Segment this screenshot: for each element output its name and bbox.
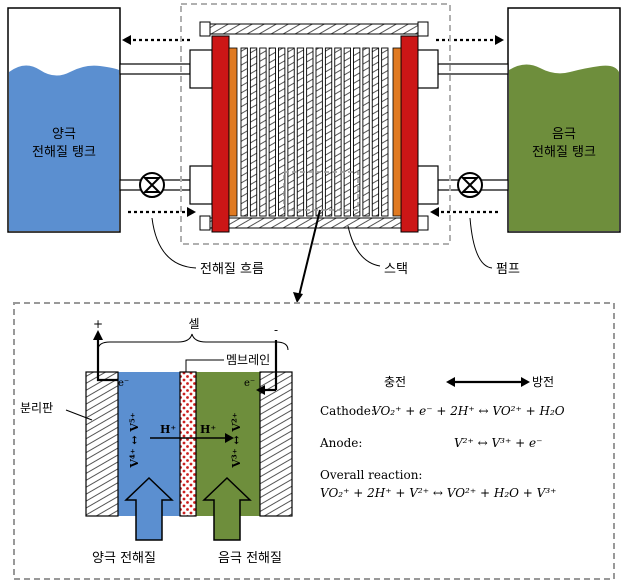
stack-cell: [334, 47, 342, 217]
stack-cell: [287, 47, 295, 217]
left-tank-label-2: 전해질 탱크: [32, 145, 96, 160]
stack-boundary: [180, 3, 451, 245]
right-tank-label-2: 전해질 탱크: [532, 145, 596, 160]
separator-right: [259, 371, 293, 517]
stack-cell: [268, 47, 276, 217]
zoom-region: [283, 171, 359, 211]
cathode-label: Cathode:: [320, 404, 375, 418]
label-discharge: 방전: [532, 375, 554, 389]
left-tank-label-1: 양극: [52, 127, 76, 142]
negative-flow-arrow: [202, 476, 252, 541]
left-tank: [7, 7, 121, 233]
stack-cell: [324, 47, 333, 217]
stack-cell: [240, 47, 248, 217]
terminal-plus: +: [93, 317, 103, 331]
anode-equation: V²⁺ ↔ V³⁺ + e⁻: [454, 436, 542, 450]
stack-cell: [249, 47, 258, 217]
right-reaction: V³⁺ ↔ V²⁺: [230, 412, 243, 468]
callouts: [151, 217, 493, 269]
stack-cell: [296, 47, 305, 217]
cell-brace: [97, 333, 289, 351]
zoom-pointer: [298, 209, 321, 297]
stack-cell: [259, 47, 267, 217]
terminal-minus: -: [274, 323, 278, 337]
electron-left: e⁻: [118, 378, 129, 389]
stack-cell: [315, 47, 323, 217]
flow-arrows: [128, 38, 498, 214]
label-positive-electrolyte: 양극 전해질: [92, 551, 156, 566]
stack-cell: [371, 47, 380, 217]
membrane: [179, 371, 197, 517]
left-reaction: V⁴⁺ ↔ V⁵⁺: [128, 412, 141, 468]
label-negative-electrolyte: 음극 전해질: [218, 551, 282, 566]
stack-cell: [362, 47, 370, 217]
cathode-equation: VO₂⁺ + e⁻ + 2H⁺ ↔ VO²⁺ + H₂O: [372, 404, 565, 418]
label-pump: 펌프: [496, 262, 520, 277]
stack-cell: [343, 47, 351, 217]
right-tank-label-1: 음극: [552, 127, 576, 142]
label-separator: 분리판: [20, 401, 53, 415]
pump-right-icon: [457, 172, 483, 198]
flow-arrowheads: [122, 35, 504, 217]
pump-left-icon: [139, 172, 165, 198]
label-membrane: 멤브레인: [226, 353, 270, 367]
stack-cell: [278, 47, 286, 217]
stack-cell: [381, 47, 389, 217]
separator-left: [85, 371, 119, 517]
electron-right: e⁻: [244, 378, 255, 389]
label-charge: 충전: [384, 375, 406, 389]
overall-equation: VO₂⁺ + 2H⁺ + V²⁺ ↔ VO²⁺ + H₂O + V³⁺: [320, 486, 556, 500]
stack: [189, 21, 439, 233]
proton-left: H⁺: [160, 423, 176, 436]
right-tank: [507, 7, 621, 233]
label-cell: 셀: [188, 317, 199, 331]
stack-cell: [306, 47, 314, 217]
anode-label: Anode:: [319, 436, 362, 450]
proton-right: H⁺: [200, 423, 216, 436]
positive-flow-arrow: [124, 476, 174, 541]
overall-label: Overall reaction:: [320, 468, 422, 482]
label-stack: 스택: [384, 262, 408, 277]
stack-cell: [353, 47, 361, 217]
label-flow: 전해질 흐름: [200, 262, 264, 277]
stack-cells: [240, 47, 389, 217]
detail-boundary: [13, 302, 615, 580]
